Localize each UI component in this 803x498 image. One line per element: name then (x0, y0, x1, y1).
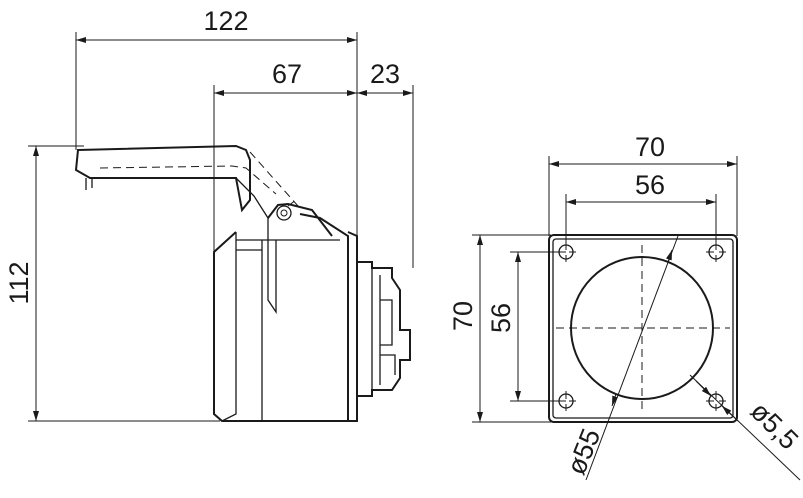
hinged-lid (74, 144, 299, 219)
dimension-overall-length: 122 (76, 6, 357, 43)
dimension-label-112: 112 (4, 261, 34, 304)
dimension-flange-depth: 23 (357, 59, 413, 96)
dimension-label-56-h: 56 (635, 170, 665, 200)
mounting-hole (706, 391, 726, 411)
mounting-hole (706, 242, 726, 262)
mounting-holes (556, 242, 726, 411)
dimension-plate-width: 70 (549, 132, 737, 167)
dimension-housing-length: 67 (214, 59, 357, 96)
dimension-plate-height: 70 (448, 235, 483, 422)
dimension-label-70-v: 70 (448, 301, 478, 331)
dimension-label-122: 122 (203, 6, 248, 36)
dimension-label-bore: ø55 (561, 424, 606, 478)
bore (556, 245, 730, 412)
extension-lines (28, 32, 414, 422)
dimension-hole-spacing-h: 56 (566, 170, 716, 205)
dimension-label-56-v: 56 (486, 303, 516, 333)
socket-body (213, 199, 411, 422)
dimension-label-67: 67 (272, 59, 302, 89)
dimension-label-23: 23 (370, 59, 400, 89)
dimension-label-70-h: 70 (635, 132, 665, 162)
dimension-hole-diameter: ø5,5 (689, 374, 803, 481)
mounting-hole (556, 391, 576, 411)
dimension-overall-height: 112 (4, 146, 39, 421)
dimension-label-hole: ø5,5 (745, 396, 803, 455)
side-view: 122 67 23 112 (4, 6, 414, 422)
mounting-plate (548, 234, 738, 423)
mounting-hole (556, 242, 576, 262)
dimension-hole-spacing-v: 56 (486, 252, 521, 401)
front-view: 70 56 70 56 (448, 132, 803, 481)
